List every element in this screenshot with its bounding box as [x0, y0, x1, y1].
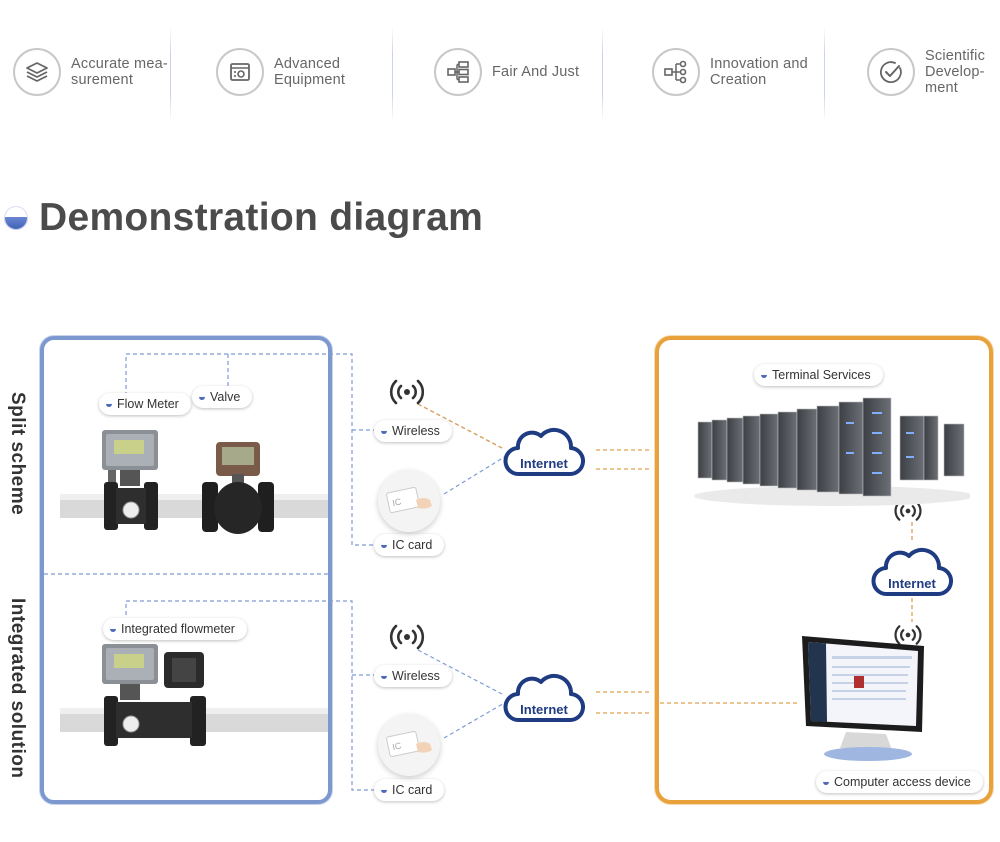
integrated-flowmeter-label: Integrated flowmeter [103, 618, 247, 640]
split-devices-image [60, 430, 328, 534]
wireless-label-bottom: Wireless [374, 665, 452, 687]
flow-meter-label: Flow Meter [99, 393, 191, 415]
feature-label: Advanced Equipment [274, 56, 346, 88]
feature-fair-and-just: Fair And Just [434, 22, 579, 122]
computer-access-device-label: Computer access device [816, 771, 983, 793]
section-heading: Demonstration diagram [4, 196, 483, 240]
feature-row: Accurate mea- surement Advanced Equipmen… [0, 22, 1000, 122]
feature-scientific-development: Scientific Develop- ment [867, 22, 985, 122]
feature-divider [824, 26, 825, 122]
feature-label: Scientific Develop- ment [925, 48, 986, 96]
cloud-icon [871, 547, 953, 597]
split-scheme-label: Split scheme [7, 392, 28, 516]
server-rack-image [694, 397, 970, 506]
wireless-signal-icon [894, 625, 922, 645]
page-title: Demonstration diagram [39, 196, 484, 239]
feature-label: Fair And Just [492, 64, 580, 80]
feature-label: Innovation and Creation [710, 56, 808, 88]
flow-meter-device [102, 430, 158, 530]
ic-card-icon: IC [378, 714, 440, 776]
valve-device [202, 442, 274, 534]
wireless-signal-icon [389, 624, 425, 650]
feature-accurate-measurement: Accurate mea- surement [13, 22, 168, 122]
feature-divider [392, 26, 393, 122]
integrated-flowmeter-image [60, 644, 328, 746]
internet-label-right: Internet [888, 576, 936, 591]
computer-monitor-image [802, 636, 924, 761]
feature-divider [602, 26, 603, 122]
ic-card-label-top: IC card [374, 534, 445, 556]
terminal-services-label: Terminal Services [754, 364, 883, 386]
ic-card-text: IC [391, 740, 402, 752]
check-circle-icon [867, 48, 915, 96]
equipment-icon [216, 48, 264, 96]
internet-label-bottom: Internet [520, 702, 568, 717]
feature-divider [170, 26, 171, 122]
network-icon [652, 48, 700, 96]
ic-card-label-bottom: IC card [374, 779, 445, 801]
feature-label: Accurate mea- surement [71, 56, 168, 88]
valve-label: Valve [192, 386, 253, 408]
wireless-label-top: Wireless [374, 420, 452, 442]
wireless-signal-icon [389, 379, 425, 405]
heading-bullet-icon [4, 206, 28, 230]
feature-innovation-creation: Innovation and Creation [652, 22, 808, 122]
integrated-solution-label: Integrated solution [7, 598, 28, 779]
internet-label-top: Internet [520, 456, 568, 471]
feature-advanced-equipment: Advanced Equipment [216, 22, 345, 122]
cloud-icon [503, 673, 585, 723]
layers-icon [13, 48, 61, 96]
cloud-icon [503, 427, 585, 477]
ic-card-text: IC [391, 496, 402, 508]
flowchart-icon [434, 48, 482, 96]
ic-card-icon: IC [378, 470, 440, 532]
